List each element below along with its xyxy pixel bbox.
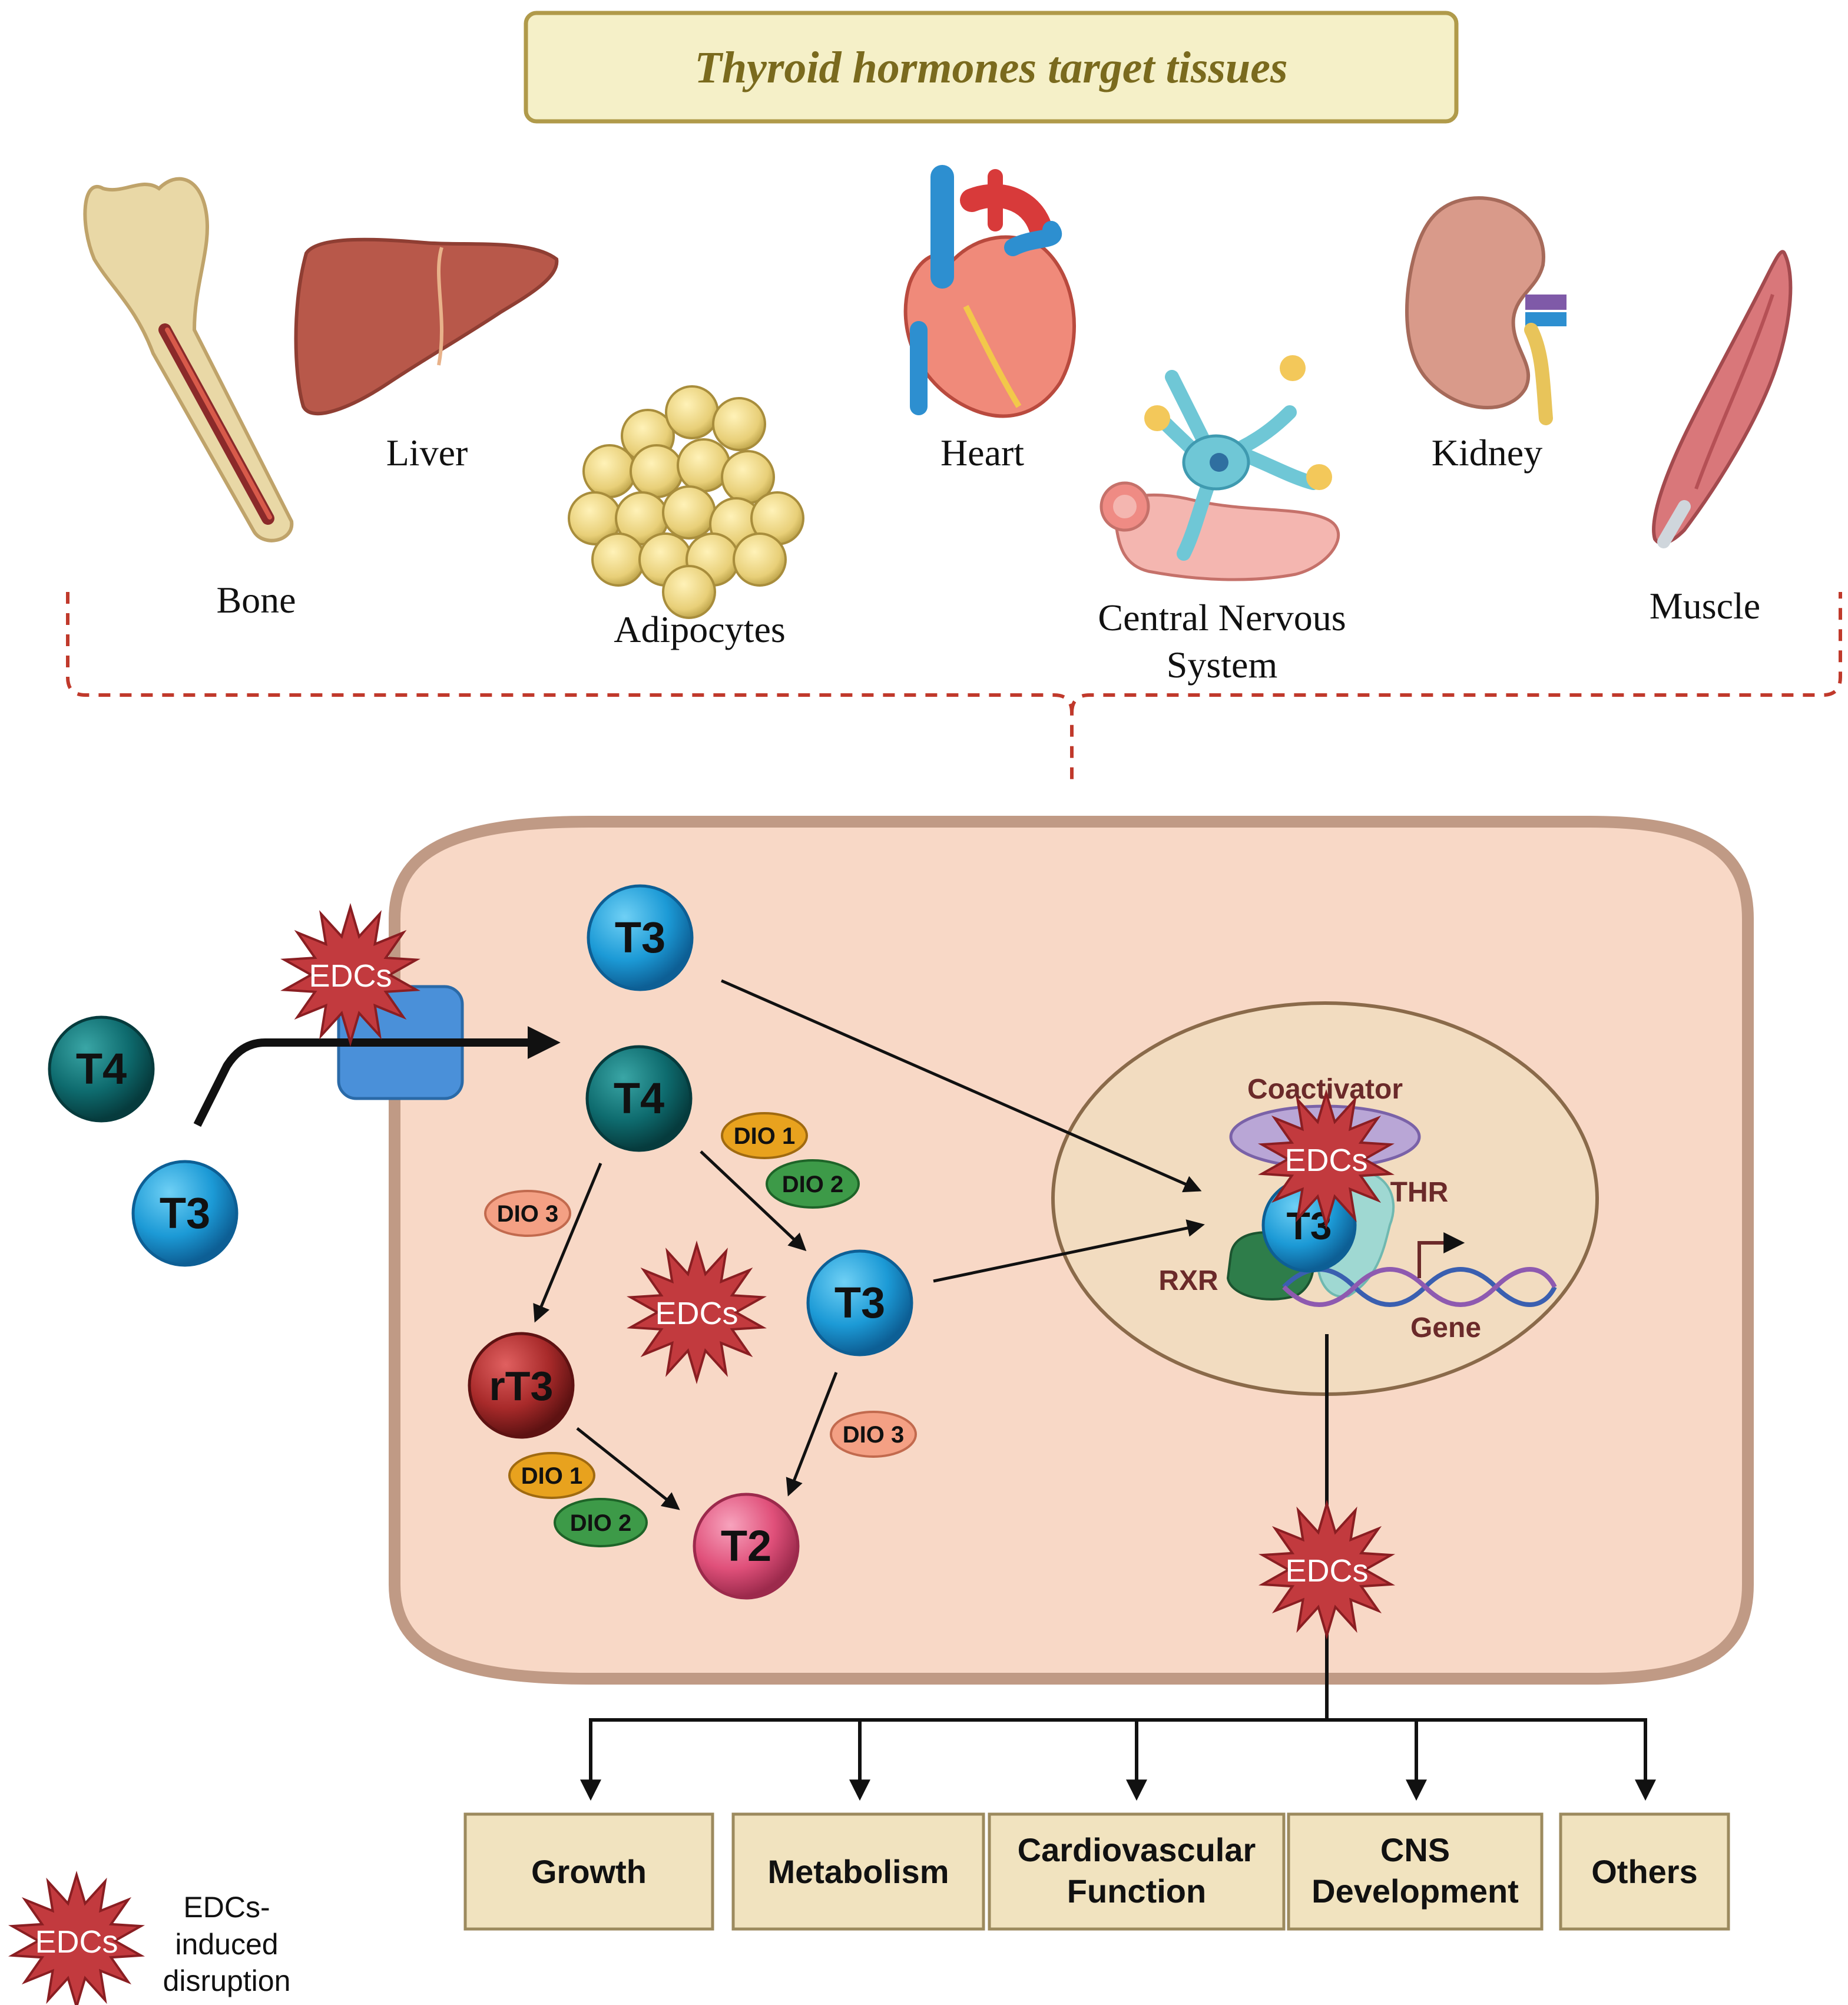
t4-inside: T4: [585, 1045, 693, 1152]
outcome-metabolism: Metabolism: [731, 1812, 985, 1931]
adipocytes-icon: [568, 385, 804, 619]
legend-edc-label: EDCs: [35, 1924, 118, 1960]
title-text: Thyroid hormones target tissues: [694, 43, 1287, 92]
adipocyte-cell: [662, 565, 716, 619]
cns-label-line2: System: [1167, 644, 1277, 686]
t3-outside: T3: [131, 1160, 239, 1267]
outcome-cardiovascular-function-label-1: Cardiovascular: [1018, 1831, 1256, 1868]
outcome-growth-label-1: Growth: [531, 1853, 647, 1890]
t4-outside-label: T4: [76, 1044, 127, 1093]
adipocyte-cell: [662, 485, 716, 540]
import-arrow: [193, 1026, 561, 1127]
dio3-left-label: DIO 3: [497, 1201, 558, 1227]
outcome-others: Others: [1559, 1812, 1730, 1931]
t2: T2: [693, 1493, 800, 1600]
adipocyte-cell: [582, 444, 637, 498]
legend-line3: disruption: [163, 1964, 291, 1997]
rxr-label: RXR: [1158, 1265, 1218, 1296]
bone-label: Bone: [216, 579, 296, 621]
rt3-label: rT3: [489, 1363, 554, 1409]
rt3: rT3: [468, 1332, 575, 1439]
outcome-cns-development-label-2: Development: [1312, 1872, 1519, 1910]
outcome-cns-development-label-1: CNS: [1380, 1831, 1450, 1868]
t3-inside-top-label: T3: [615, 913, 665, 962]
dio1-enzyme-top: DIO 1: [721, 1112, 808, 1159]
edc-signaling: EDCs: [1258, 1499, 1396, 1640]
edc-nucleus: EDCs: [1257, 1088, 1395, 1230]
thr-label: THR: [1390, 1177, 1449, 1208]
edc-signaling-label: EDCs: [1285, 1553, 1368, 1589]
liver-label: Liver: [386, 432, 468, 474]
dio2-top-label: DIO 2: [782, 1172, 843, 1197]
muscle-icon: [1652, 250, 1793, 548]
arrow-t4-to-rt3: [533, 1163, 602, 1323]
t3-outside-label: T3: [160, 1189, 210, 1238]
t3-inside: T3: [806, 1249, 913, 1356]
muscle-label: Muscle: [1650, 585, 1760, 627]
outcome-growth: Growth: [463, 1812, 714, 1931]
t2-label: T2: [721, 1521, 771, 1570]
heart-icon: [903, 165, 1076, 418]
outcome-metabolism-label-1: Metabolism: [767, 1853, 949, 1890]
arrow-rt3-to-t2: [576, 1427, 680, 1510]
tissue-bracket: [66, 592, 1842, 783]
edc-nucleus-label: EDCs: [1284, 1143, 1367, 1178]
outcome-others-label-1: Others: [1591, 1853, 1698, 1890]
arrow-t3-to-t2: [786, 1372, 838, 1497]
t4-inside-label: T4: [614, 1074, 664, 1123]
arrow-t3b-to-nucleus: [933, 1219, 1205, 1283]
legend: EDCs EDCs- induced disruption: [8, 1870, 291, 2005]
liver-icon: [294, 237, 559, 416]
adipocyte-cell: [630, 444, 684, 498]
legend-line1: EDCs-: [183, 1891, 270, 1924]
kidney-label: Kidney: [1432, 432, 1542, 474]
adipocyte-cell: [733, 532, 787, 587]
heart-label: Heart: [940, 432, 1024, 474]
dio1-enzyme-bottom: DIO 1: [508, 1452, 595, 1499]
adipocyte-cell: [591, 532, 645, 587]
arrow-t3-to-nucleus: [720, 979, 1202, 1193]
kidney-icon: [1405, 196, 1567, 425]
dio2-enzyme-bottom: DIO 2: [554, 1498, 648, 1547]
adipocyte-cell: [712, 397, 766, 451]
cns-label-line1: Central Nervous: [1098, 597, 1346, 638]
edc-cytoplasm-label: EDCs: [655, 1296, 738, 1331]
dio1-bottom-label: DIO 1: [521, 1463, 582, 1489]
edc-transporter: EDCs: [280, 902, 420, 1047]
adipocytes-label: Adipocytes: [614, 608, 786, 650]
outcome-cns-development: CNS Development: [1287, 1812, 1544, 1931]
dio3-enzyme-left: DIO 3: [484, 1190, 571, 1237]
t3-inside-top: T3: [587, 884, 694, 991]
dio3-enzyme-right: DIO 3: [830, 1411, 917, 1458]
dio2-enzyme-top: DIO 2: [766, 1159, 860, 1209]
bone-icon: [83, 177, 294, 542]
gene-label: Gene: [1410, 1312, 1481, 1344]
arrow-t4-to-t3: [700, 1150, 807, 1252]
dio3-right-label: DIO 3: [843, 1422, 904, 1448]
t4-outside: T4: [48, 1015, 155, 1123]
title-box: Thyroid hormones target tissues: [524, 11, 1459, 124]
dna-helix: [1282, 1232, 1557, 1307]
t3-inside-label: T3: [834, 1278, 885, 1327]
legend-line2: induced: [175, 1928, 278, 1961]
cns-icon: [1099, 355, 1340, 581]
edc-transporter-label: EDCs: [309, 958, 392, 994]
dio2-bottom-label: DIO 2: [570, 1510, 631, 1536]
edc-cytoplasm: EDCs: [627, 1240, 767, 1385]
dio1-top-label: DIO 1: [734, 1123, 795, 1149]
adipocyte-cell: [665, 385, 719, 439]
outcome-cardiovascular-function-label-2: Function: [1067, 1872, 1206, 1910]
